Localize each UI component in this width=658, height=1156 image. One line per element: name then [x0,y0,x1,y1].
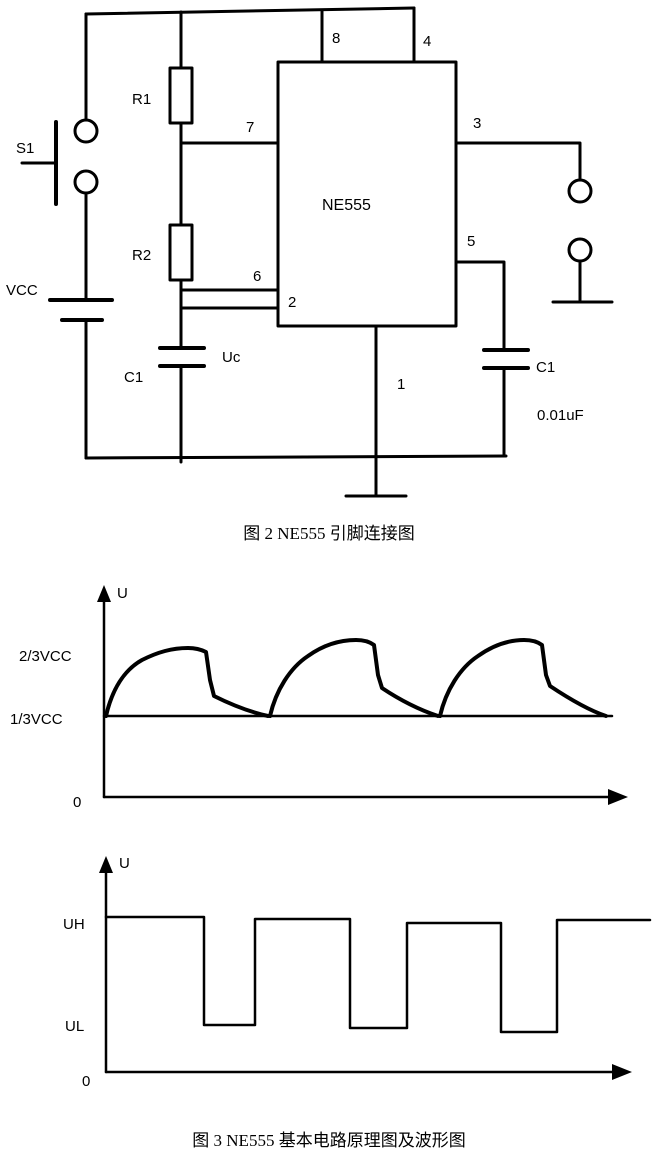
bottom-y-axis-arrow [99,856,113,873]
circuit-diagram: NE555 8 4 7 3 5 6 2 1 S1 R1 R2 VCC C1 Uc… [6,6,614,498]
square-wave [104,915,652,1034]
tick-label-low: UL [65,1018,84,1035]
wire-bottom [84,454,508,460]
capacitor-wave-cycle-2 [268,638,440,718]
pin-label-8: 8 [332,30,340,47]
label-s1: S1 [16,140,34,157]
resistor-r2 [168,223,194,282]
top-x-axis-arrow [608,789,628,805]
switch-terminal-top [73,118,99,144]
figure3-caption: 图 3 NE555 基本电路原理图及波形图 [192,1131,465,1150]
chip-label: NE555 [322,197,371,214]
pin-label-5: 5 [467,233,475,250]
pin-label-4: 4 [423,33,431,50]
label-uc: Uc [222,349,241,366]
top-y-axis-arrow [97,585,111,602]
wire-pin3 [454,141,582,182]
output-voltage-chart: U UH UL 0 [63,855,652,1090]
tick-label-high: UH [63,916,85,933]
label-r1: R1 [132,91,151,108]
bottom-x-axis-arrow [612,1064,632,1080]
label-c1-value: 0.01uF [537,407,584,424]
pin-label-6: 6 [253,268,261,285]
figure2-caption: 图 2 NE555 引脚连接图 [243,524,414,543]
resistor-r1 [168,66,194,125]
ne555-chip [276,60,458,328]
label-c1-right: C1 [536,359,555,376]
capacitor-voltage-chart: U 2/3VCC 1/3VCC 0 [10,585,628,811]
label-vcc: VCC [6,282,38,299]
label-r2: R2 [132,247,151,264]
switch-terminal-bottom [73,169,99,195]
pin-label-7: 7 [246,119,254,136]
switch-s1 [20,118,99,206]
label-c1-left: C1 [124,369,143,386]
top-y-axis-label: U [117,585,128,602]
bottom-origin-label: 0 [82,1073,90,1090]
top-origin-label: 0 [73,794,81,811]
tick-label-upper: 2/3VCC [19,648,72,665]
capacitor-wave-cycle-1 [104,646,270,718]
pin-label-1: 1 [397,376,405,393]
output-terminal-bottom [567,237,593,263]
wire-pin5 [454,260,506,352]
tick-label-lower: 1/3VCC [10,711,63,728]
capacitor-wave-cycle-3 [438,638,608,718]
output-terminal-top [567,178,593,204]
bottom-y-axis-label: U [119,855,130,872]
wire-top [84,6,416,16]
pin-label-3: 3 [473,115,481,132]
pin-label-2: 2 [288,294,296,311]
